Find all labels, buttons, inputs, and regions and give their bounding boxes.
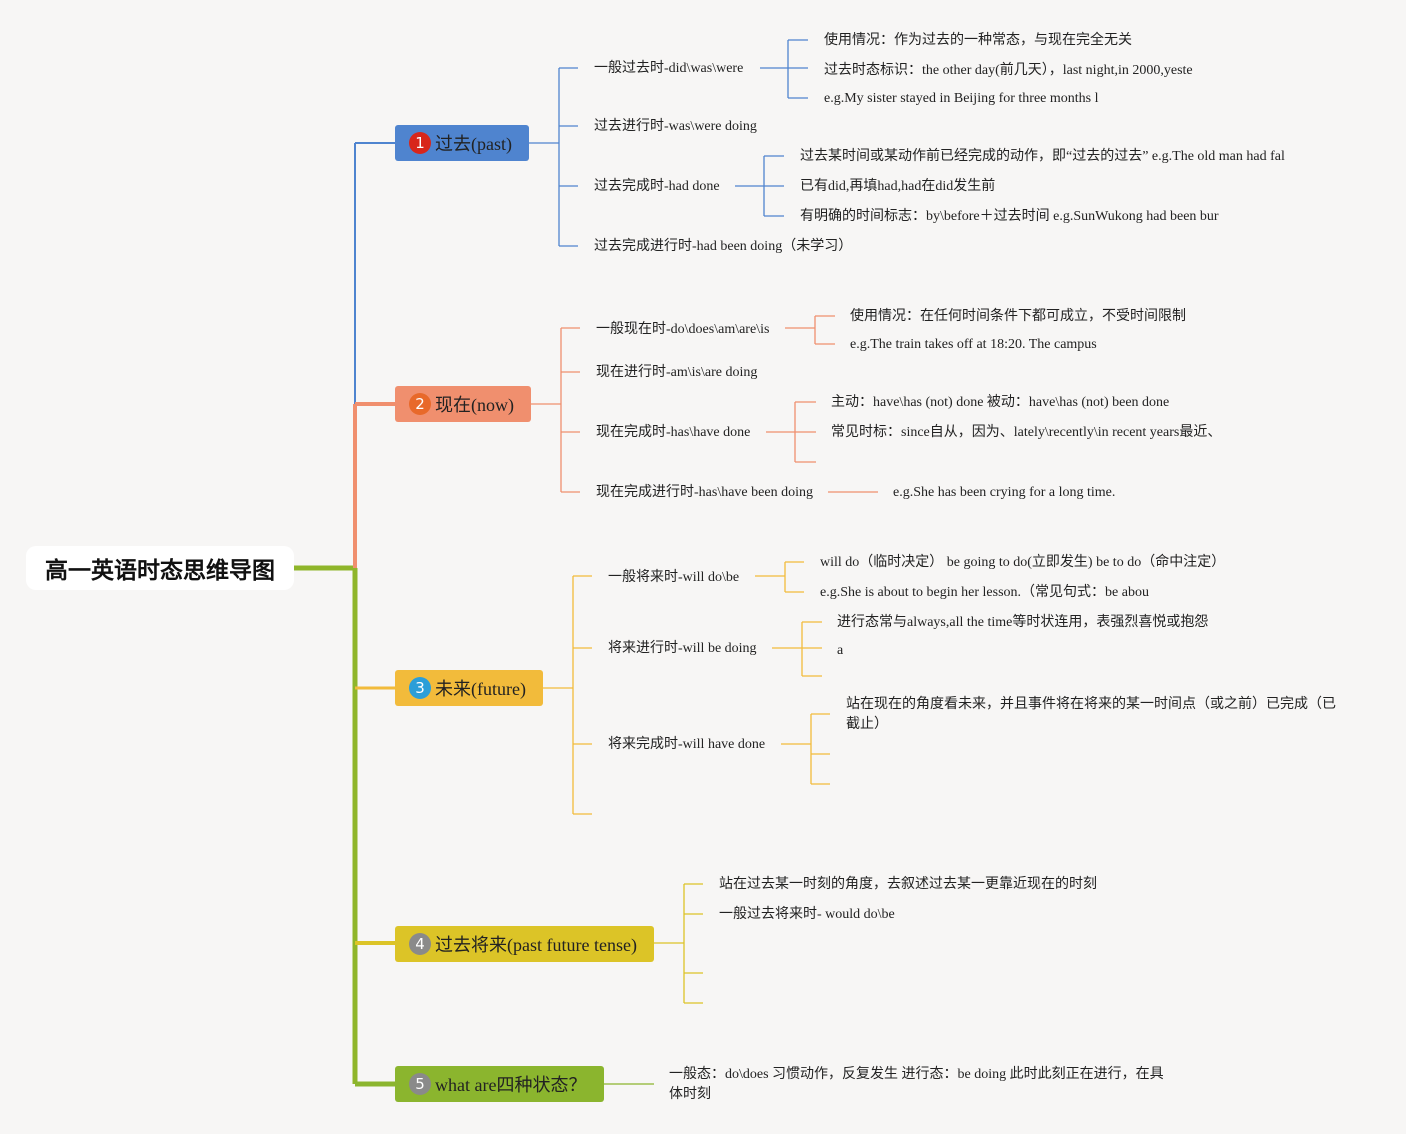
detail-text[interactable]: e.g.She has been crying for a long time. [893,485,1116,500]
detail-text[interactable]: will do（临时决定） be going to do(立即发生) be to… [820,555,1226,570]
badge-icon: 5 [409,1073,431,1095]
branch-past-future[interactable]: 4 过去将来(past future tense) [395,926,654,962]
topic-present-perfect[interactable]: 现在完成时-has\have done [596,425,751,440]
badge-icon: 1 [409,132,431,154]
topic-four-states[interactable]: 一般态：do\does 习惯动作，反复发生 进行态：be doing 此时此刻正… [669,1067,1164,1102]
topic-simple-past[interactable]: 一般过去时-did\was\were [594,61,744,76]
badge-icon: 2 [409,393,431,415]
badge-icon: 3 [409,677,431,699]
detail-text[interactable]: 常见时标：since自从，因为、lately\recently\in recen… [831,425,1222,440]
detail-text[interactable]: 主动：have\has (not) done 被动：have\has (not)… [831,395,1170,410]
topic-past-progressive[interactable]: 过去进行时-was\were doing [594,119,757,134]
detail-text[interactable]: 使用情况：在任何时间条件下都可成立，不受时间限制 [850,309,1186,324]
branch-label: 过去将来(past future tense) [435,935,637,955]
detail-text[interactable]: 进行态常与always,all the time等时状连用，表强烈喜悦或抱怨 [837,615,1209,630]
detail-text[interactable]: e.g.She is about to begin her lesson.（常见… [820,585,1149,600]
root-topic[interactable]: 高一英语时态思维导图 [26,546,294,590]
branch-label: 现在(now) [435,395,514,415]
topic-present-perfect-progressive[interactable]: 现在完成进行时-has\have been doing [596,485,813,500]
detail-text[interactable]: 有明确的时间标志：by\before＋过去时间 e.g.SunWukong ha… [800,209,1219,224]
root-title: 高一英语时态思维导图 [45,558,275,584]
detail-text[interactable]: 过去某时间或某动作前已经完成的动作，即“过去的过去” e.g.The old m… [800,149,1285,164]
topic-simple-future[interactable]: 一般将来时-will do\be [608,570,740,585]
detail-text[interactable]: 使用情况：作为过去的一种常态，与现在完全无关 [824,33,1132,48]
detail-text[interactable]: a [837,643,844,658]
branch-now[interactable]: 2 现在(now) [395,386,531,422]
detail-text[interactable]: 已有did,再填had,had在did发生前 [800,179,996,194]
branch-label: what are四种状态？ [435,1075,587,1095]
topic-past-future-viewpoint[interactable]: 站在过去某一时刻的角度，去叙述过去某一更靠近现在的时刻 [719,877,1097,892]
topic-past-perfect-progressive[interactable]: 过去完成进行时-had been doing（未学习） [594,239,853,254]
branch-past[interactable]: 1 过去(past) [395,125,529,161]
detail-text[interactable]: e.g.The train takes off at 18:20. The ca… [850,337,1097,352]
detail-text[interactable]: 站在现在的角度看未来，并且事件将在将来的某一时间点（或之前）已完成（已截止） [846,697,1336,732]
branch-label: 未来(future) [435,679,526,699]
topic-future-perfect[interactable]: 将来完成时-will have done [608,737,766,752]
topic-present-progressive[interactable]: 现在进行时-am\is\are doing [596,365,758,380]
branch-label: 过去(past) [435,134,512,154]
topic-past-perfect[interactable]: 过去完成时-had done [594,179,720,194]
branch-states[interactable]: 5 what are四种状态？ [395,1066,604,1102]
detail-text[interactable]: e.g.My sister stayed in Beijing for thre… [824,91,1099,106]
branch-future[interactable]: 3 未来(future) [395,670,543,706]
detail-text[interactable]: 过去时态标识：the other day(前几天），last night,in … [824,63,1193,78]
topic-simple-present[interactable]: 一般现在时-do\does\am\are\is [596,322,770,337]
topic-simple-past-future[interactable]: 一般过去将来时- would do\be [719,907,895,922]
topic-future-progressive[interactable]: 将来进行时-will be doing [608,641,757,656]
badge-icon: 4 [409,933,431,955]
